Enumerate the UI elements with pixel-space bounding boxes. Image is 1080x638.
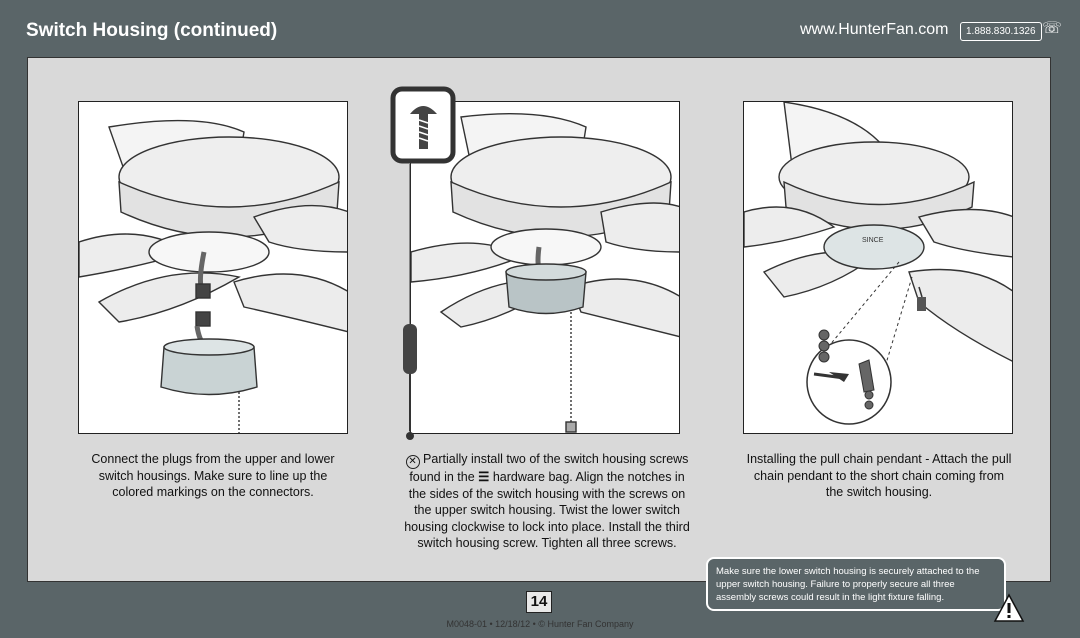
warning-text: Make sure the lower switch housing is se… <box>716 566 980 603</box>
website-link[interactable]: www.HunterFan.com <box>800 21 949 38</box>
warning-icon <box>993 593 1025 622</box>
screw-icon: ✕ <box>405 455 420 469</box>
page-title: Switch Housing (continued) <box>26 20 278 41</box>
phone-number: 1.888.830.1326 <box>960 22 1042 41</box>
hardware-bag-icon: ☰ <box>478 470 490 484</box>
step2-caption: ✕ Partially install two of the switch ho… <box>402 451 692 552</box>
step1-illustration <box>78 101 348 434</box>
page-number: 14 <box>526 591 552 613</box>
step1-caption: Connect the plugs from the upper and low… <box>91 452 335 499</box>
since-stamp: SINCE <box>862 237 884 244</box>
step2-caption-a: Partially install two of the switch hous… <box>409 452 689 484</box>
step3-illustration: SINCE <box>743 101 1013 434</box>
warning-box: Make sure the lower switch housing is se… <box>706 557 1006 611</box>
step3-caption: Installing the pull chain pendant - Atta… <box>746 452 1012 499</box>
phone-icon: ☏ <box>1042 20 1063 37</box>
step2-illustration <box>410 101 680 434</box>
footer-text: M0048-01 • 12/18/12 • © Hunter Fan Compa… <box>446 619 634 629</box>
screw-callout <box>390 86 456 440</box>
step2-caption-b: hardware bag. Align the notches in the s… <box>404 470 690 550</box>
